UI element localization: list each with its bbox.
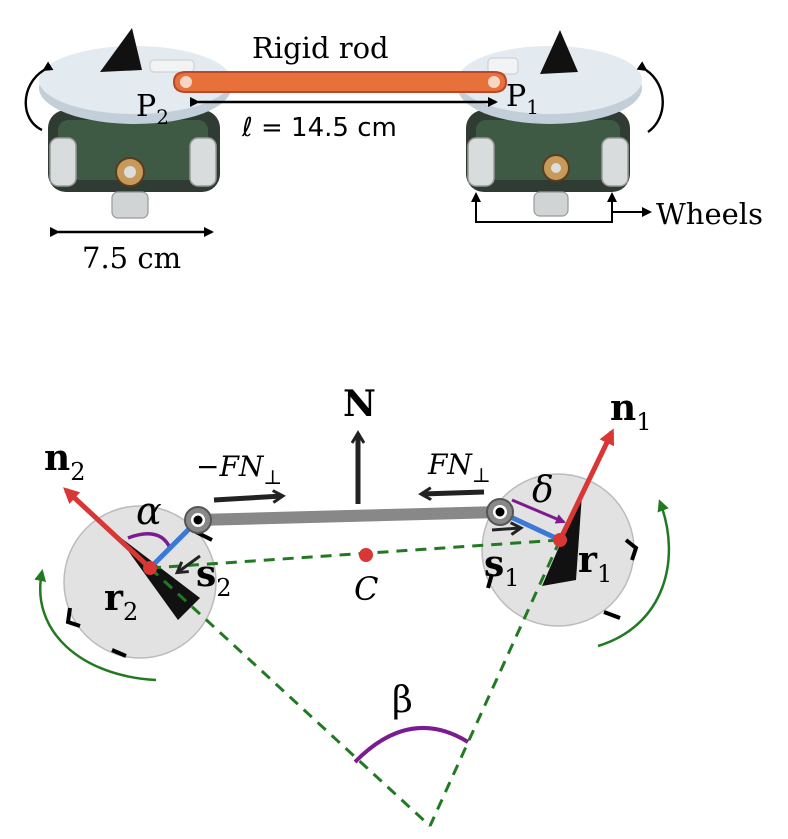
alpha-arc xyxy=(127,532,172,549)
wheel-mark-left-2 xyxy=(111,648,127,658)
rod-label: Rigid rod xyxy=(252,31,389,65)
robot-photo: Rigid rod P2 P1 ℓ = 14.5 cm 7.5 cm Wheel… xyxy=(24,28,763,275)
beta-label: β xyxy=(392,680,413,721)
normal-label: N xyxy=(343,383,376,425)
wheels-label: Wheels xyxy=(656,197,763,231)
wheel-mark-right-1 xyxy=(624,538,639,561)
force-arrow-left xyxy=(213,496,282,500)
s1-small-arrow xyxy=(491,528,520,530)
length-label: ℓ = 14.5 cm xyxy=(241,113,397,143)
schematic: N n1 n2 −FN⊥ FN⊥ α δ β C r2 r1 s2 s1 xyxy=(34,383,671,828)
schematic-rod xyxy=(192,506,506,526)
dashed-line-r2-apex xyxy=(148,566,432,828)
alpha-label: α xyxy=(136,489,162,533)
n2-vector xyxy=(63,487,152,570)
wheels-bracket xyxy=(471,192,652,223)
n1-vector xyxy=(557,428,615,542)
s1-label: s1 xyxy=(484,543,520,592)
pivot-left-label: P2 xyxy=(136,89,169,129)
rotation-arrow-right xyxy=(636,61,664,133)
delta-label: δ xyxy=(532,470,554,511)
r2-label: r2 xyxy=(104,577,138,626)
force-right-label: FN⊥ xyxy=(427,448,491,487)
rotation-arrow-green-right xyxy=(597,499,671,648)
rotation-arrow-left xyxy=(24,61,54,132)
dashed-line-r2-r1 xyxy=(149,538,561,570)
dashed-line-r1-apex xyxy=(428,539,562,827)
beta-arc xyxy=(353,725,470,764)
r1-label: r1 xyxy=(578,539,612,588)
rotation-arrow-green-left xyxy=(34,569,157,682)
n2-label: n2 xyxy=(44,437,85,486)
force-arrow-right xyxy=(422,492,485,494)
wheel-mark-right-3 xyxy=(486,573,494,589)
pivot-right-label: P1 xyxy=(506,79,539,119)
wheel-mark-left-1 xyxy=(65,607,81,628)
robot-right xyxy=(458,30,642,217)
s2-label: s2 xyxy=(196,553,232,602)
rigid-rod xyxy=(172,71,508,93)
center-label: C xyxy=(354,570,378,608)
center-c xyxy=(359,548,373,562)
diameter-label: 7.5 cm xyxy=(82,241,181,275)
pivot-joint-right-dot xyxy=(495,507,505,517)
s2-small-arrow xyxy=(178,554,201,572)
delta-arc xyxy=(511,498,566,524)
force-left-label: −FN⊥ xyxy=(196,450,282,489)
wheel-mark-right-2 xyxy=(603,610,621,620)
robot-left xyxy=(39,28,231,219)
n1-label: n1 xyxy=(610,387,651,436)
pivot-joint-left-dot xyxy=(193,515,203,525)
